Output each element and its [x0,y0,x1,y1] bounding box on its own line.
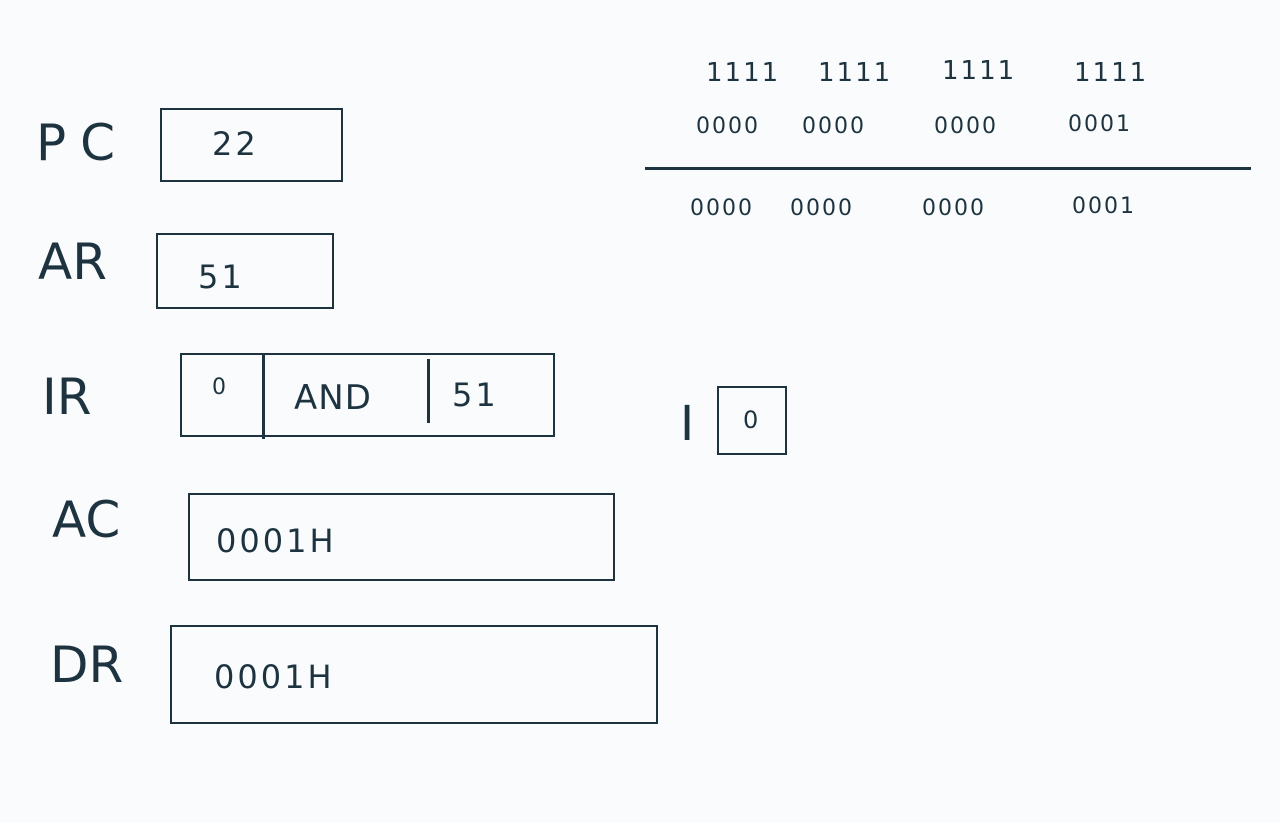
row2-nibble-4: 0001 [1068,112,1132,137]
result-nibble-3: 0000 [922,196,986,221]
ar-label: AR [38,233,107,291]
ac-label: AC [52,491,121,549]
ac-value: 0001H [216,522,337,560]
ir-opcode: AND [294,378,372,418]
pc-label: PC [36,114,130,172]
ac-register-box: 0001H [188,493,615,581]
row1-nibble-4: 1111 [1074,58,1149,88]
ar-register-box: 51 [156,233,334,309]
ir-register-box: 0 AND 51 [180,353,555,439]
pc-value: 22 [212,125,259,163]
i-flag-label: I [680,396,695,452]
result-nibble-4: 0001 [1072,194,1136,219]
row1-nibble-2: 1111 [818,58,893,88]
i-flag-box: 0 [717,386,787,455]
row1-nibble-1: 1111 [706,58,781,88]
ir-label: IR [42,368,92,426]
ir-divider-1 [262,355,265,439]
pc-register-box: 22 [160,108,343,182]
ir-divider-2 [427,359,430,423]
result-nibble-1: 0000 [690,196,754,221]
row1-nibble-3: 1111 [942,56,1017,86]
dr-value: 0001H [214,658,335,696]
row2-nibble-3: 0000 [934,114,998,139]
result-nibble-2: 0000 [790,196,854,221]
result-underline [645,167,1251,170]
dr-label: DR [50,636,124,694]
i-flag-value: 0 [743,406,762,434]
dr-register-box: 0001H [170,625,658,724]
row2-nibble-1: 0000 [696,114,760,139]
ir-i-bit: 0 [212,375,229,400]
ir-address: 51 [452,376,499,414]
row2-nibble-2: 0000 [802,114,866,139]
ar-value: 51 [198,258,245,296]
